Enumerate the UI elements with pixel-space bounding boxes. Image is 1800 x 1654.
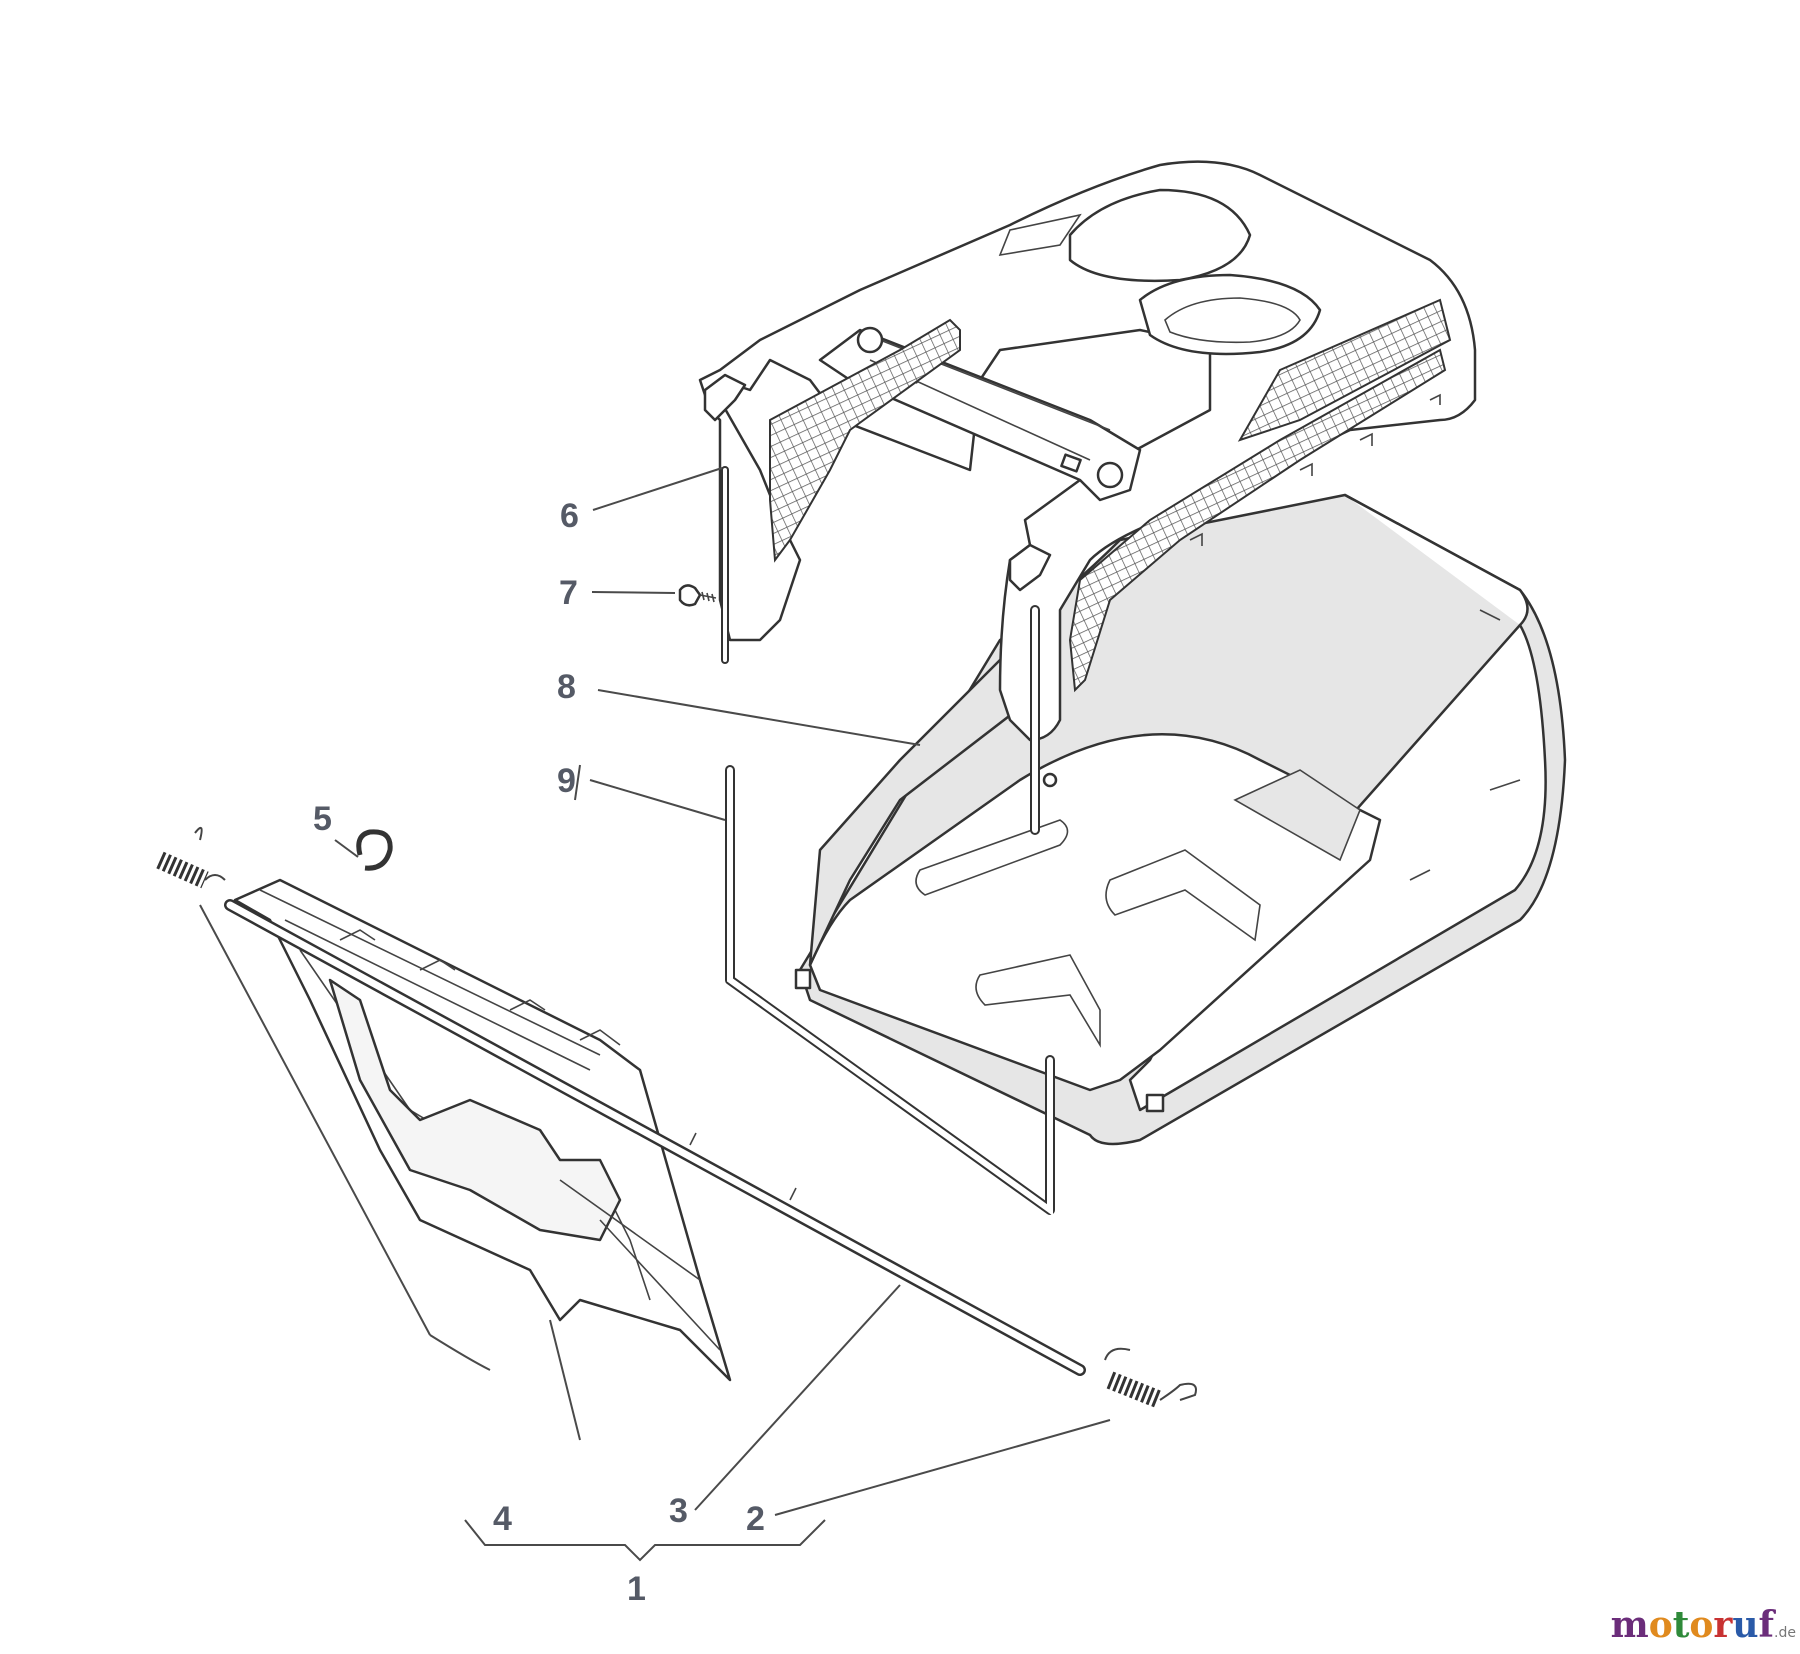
part-label-1: 1	[627, 1570, 646, 1608]
part-label-8: 8	[557, 668, 576, 706]
motoruf-logo: motoruf.de	[1610, 1604, 1796, 1646]
bag-housing-top	[698, 160, 1477, 742]
rear-flap	[233, 878, 732, 1382]
grass-bag	[794, 489, 1567, 1146]
leader-lines	[199, 467, 1111, 1562]
part-label-3: 3	[669, 1492, 688, 1530]
hinge-rod	[224, 899, 1086, 1376]
frame-rod	[721, 466, 1058, 1216]
retaining-clip	[356, 829, 393, 871]
part-label-9: 9	[557, 762, 576, 800]
part-label-7: 7	[559, 574, 578, 612]
part-label-4: 4	[493, 1500, 512, 1538]
spring-left	[156, 826, 226, 889]
part-label-2: 2	[746, 1500, 765, 1538]
spring-right	[1104, 1347, 1197, 1409]
screw	[678, 584, 717, 607]
part-label-5: 5	[313, 800, 332, 838]
part-label-6: 6	[560, 497, 579, 535]
